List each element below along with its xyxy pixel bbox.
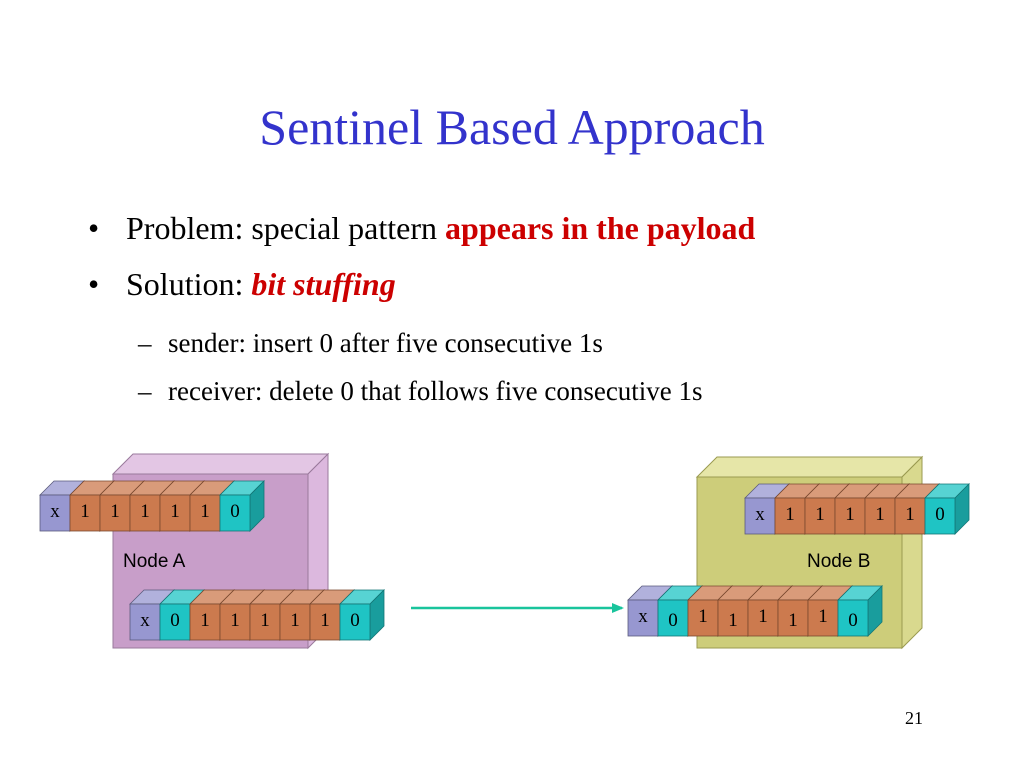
bit-value: x [140,610,150,631]
bit-value: 0 [230,501,240,522]
bit-value: 1 [698,606,708,627]
bit-value: 1 [818,606,828,627]
bit-value: 1 [80,501,90,522]
bit-value: 1 [170,501,180,522]
sub-bullet-marker: – [138,376,152,406]
bullet-marker: • [88,210,100,246]
sub-bullet-text: receiver: delete 0 that follows five con… [168,376,703,406]
bit-value: 0 [935,504,945,525]
bit-value: x [638,606,648,627]
bit-value: x [755,504,765,525]
page-number: 21 [905,708,923,728]
bit-value: 1 [905,504,915,525]
slide-title: Sentinel Based Approach [259,99,765,155]
bit-cell-0: 0 [339,589,385,641]
bullet-problem-text: Problem: special pattern [126,210,446,246]
bit-value: 0 [668,610,678,631]
bit-value: 1 [875,504,885,525]
bit-value: 1 [758,606,768,627]
bullet-solution-emphasis: bit stuffing [251,266,396,302]
bit-value: 1 [260,610,270,631]
bit-value: 1 [200,501,210,522]
bullet-problem-emphasis: appears in the payload [445,210,756,246]
node-b-label: Node B [807,551,870,572]
sub-bullet-text: sender: insert 0 after five consecutive … [168,328,603,358]
bit-value: 1 [788,610,798,631]
bit-value: 1 [140,501,150,522]
bit-cell-0: 0 [924,483,970,535]
bullet-marker: • [88,266,100,302]
bit-value: 1 [815,504,825,525]
bit-value: 0 [170,610,180,631]
bit-value: 0 [350,610,360,631]
bullet-text: Solution: bit stuffing [126,266,396,303]
bit-value: 1 [110,501,120,522]
bit-value: 1 [728,610,738,631]
bit-value: 1 [320,610,330,631]
bit-value: 1 [230,610,240,631]
bit-value: 0 [848,610,858,631]
bit-value: 1 [845,504,855,525]
sub-bullet-marker: – [138,328,152,358]
bullet-text: Problem: special pattern appears in the … [126,210,755,247]
node-a-label: Node A [123,551,186,572]
bullet-solution-text: Solution: [126,266,252,302]
bit-cell-0: 0 [219,480,265,532]
bit-value: 1 [200,610,210,631]
bit-value: 1 [785,504,795,525]
bit-value: x [50,501,60,522]
bit-cell-0: 0 [837,585,883,637]
bit-value: 1 [290,610,300,631]
